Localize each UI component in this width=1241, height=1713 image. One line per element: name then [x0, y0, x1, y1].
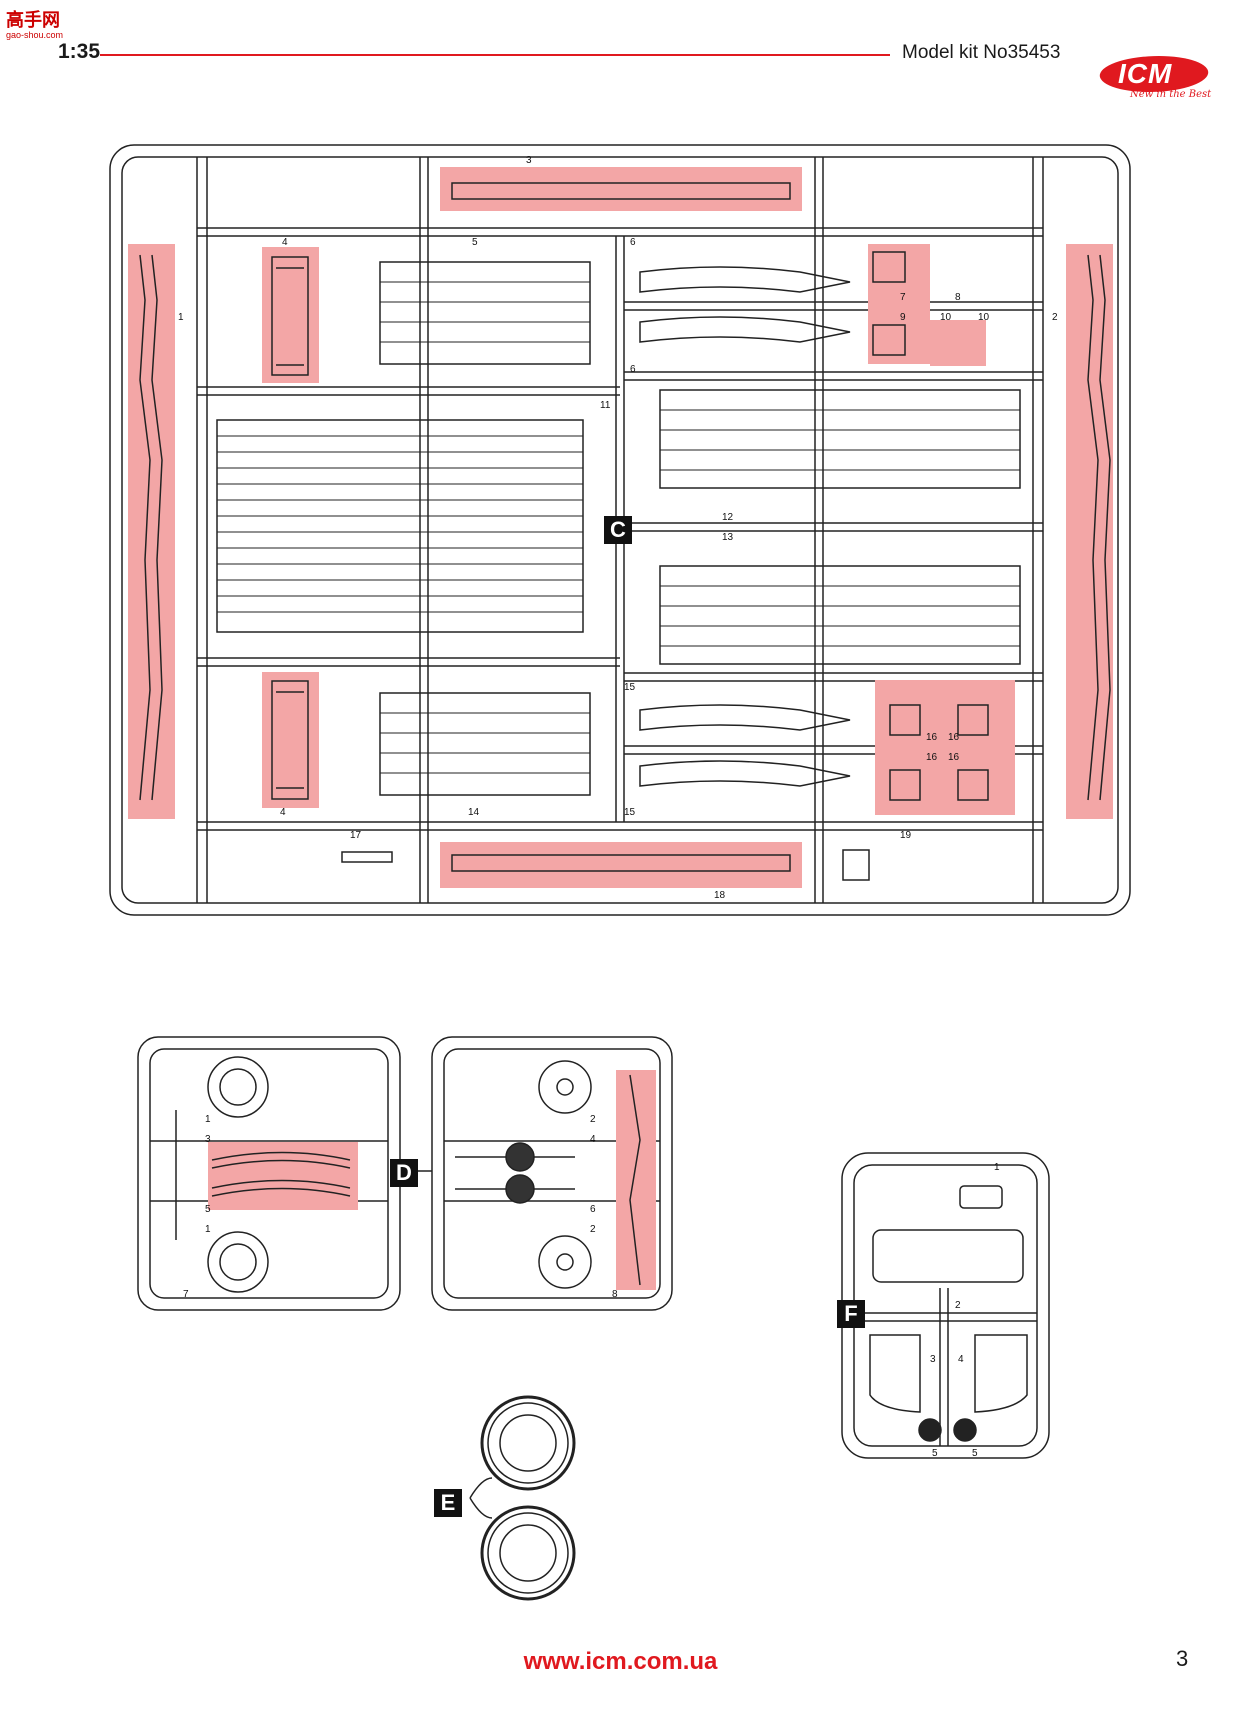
sprue-e-tires [469, 1395, 576, 1601]
sprue-marker-d: D [390, 1159, 418, 1187]
svg-text:9: 9 [900, 312, 906, 323]
sprue-c-frame [109, 144, 1131, 916]
svg-text:3: 3 [930, 1354, 936, 1365]
sprue-f-frame [841, 1152, 1050, 1459]
svg-text:2: 2 [590, 1114, 596, 1125]
svg-text:2: 2 [1052, 312, 1058, 323]
svg-text:18: 18 [714, 890, 726, 901]
svg-text:1: 1 [178, 312, 184, 323]
website-link[interactable]: www.icm.com.ua [523, 1648, 718, 1675]
sprue-c-highlights [128, 167, 1113, 888]
brand-name: ICM [1118, 58, 1173, 89]
sprue-d-highlights [208, 1070, 656, 1290]
svg-text:1: 1 [205, 1224, 211, 1235]
svg-text:2: 2 [955, 1300, 961, 1311]
svg-text:1: 1 [205, 1114, 211, 1125]
sprue-c-slats [217, 281, 1020, 774]
svg-text:5: 5 [472, 237, 478, 248]
svg-text:16: 16 [926, 732, 938, 743]
sprue-marker-c: C [604, 516, 632, 544]
watermark: 高手网 [6, 10, 60, 30]
svg-text:6: 6 [590, 1204, 596, 1215]
sprue-marker-f: F [837, 1300, 865, 1328]
svg-text:10: 10 [978, 312, 990, 323]
svg-text:5: 5 [972, 1448, 978, 1459]
svg-text:3: 3 [526, 155, 532, 166]
svg-text:4: 4 [280, 807, 286, 818]
svg-text:4: 4 [590, 1134, 596, 1145]
svg-text:5: 5 [932, 1448, 938, 1459]
header-rule [100, 54, 890, 56]
kit-number: Model kit No35453 [902, 42, 1061, 63]
svg-text:13: 13 [722, 532, 734, 543]
svg-text:10: 10 [940, 312, 952, 323]
watermark-url: gao-shou.com [6, 30, 64, 40]
svg-text:8: 8 [955, 292, 961, 303]
sprue-d-parts [175, 1056, 641, 1293]
scale-label: 1:35 [58, 40, 101, 63]
svg-text:16: 16 [948, 732, 960, 743]
svg-text:15: 15 [624, 807, 636, 818]
svg-text:6: 6 [630, 237, 636, 248]
svg-text:6: 6 [630, 364, 636, 375]
svg-text:15: 15 [624, 682, 636, 693]
svg-text:4: 4 [282, 237, 288, 248]
svg-text:3: 3 [205, 1134, 211, 1145]
svg-text:7: 7 [183, 1289, 189, 1300]
svg-text:5: 5 [205, 1204, 211, 1215]
svg-text:1: 1 [994, 1162, 1000, 1173]
svg-text:16: 16 [926, 752, 938, 763]
svg-text:12: 12 [722, 512, 734, 523]
svg-text:19: 19 [900, 830, 912, 841]
sprue-c-parts [139, 182, 1111, 881]
svg-text:14: 14 [468, 807, 480, 818]
svg-text:7: 7 [900, 292, 906, 303]
svg-text:4: 4 [958, 1354, 964, 1365]
sprue-marker-e: E [434, 1489, 462, 1517]
page-number: 3 [1176, 1646, 1189, 1671]
brand-tagline: New in the Best [1130, 89, 1212, 100]
svg-text:16: 16 [948, 752, 960, 763]
svg-text:11: 11 [600, 400, 611, 411]
svg-text:17: 17 [350, 830, 362, 841]
svg-text:2: 2 [590, 1224, 596, 1235]
svg-text:8: 8 [612, 1289, 618, 1300]
